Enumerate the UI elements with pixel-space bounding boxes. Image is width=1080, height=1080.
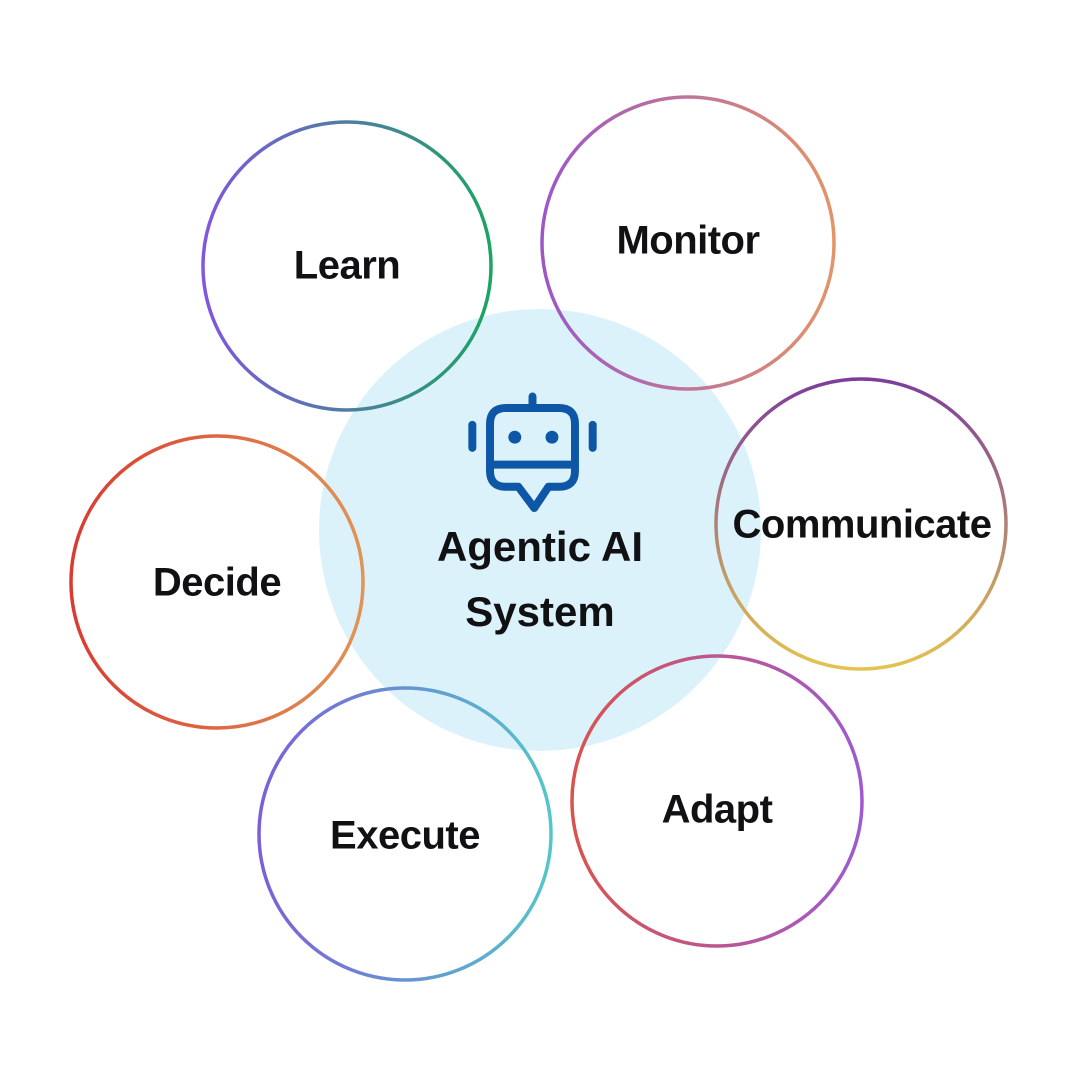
node-label-decide: Decide <box>152 560 282 605</box>
node-label-communicate: Communicate <box>732 502 993 547</box>
node-circle-execute <box>257 686 553 982</box>
hub-circle <box>319 309 761 751</box>
node-label-execute: Execute <box>330 813 480 858</box>
node-label-learn: Learn <box>293 243 401 288</box>
node-circle-adapt <box>570 654 864 948</box>
hub-title-line2: System <box>465 588 615 635</box>
robot-chat-icon <box>468 392 597 512</box>
node-label-adapt: Adapt <box>661 787 773 832</box>
robot-eye-left <box>508 430 522 444</box>
node-circle-monitor <box>540 95 836 391</box>
node-label-monitor: Monitor <box>616 218 760 263</box>
hub-title-line1: Agentic AI <box>436 523 644 570</box>
node-circle-decide <box>69 434 365 730</box>
robot-eye-right <box>545 430 559 444</box>
robot-head-bubble <box>486 404 579 512</box>
node-circle-communicate <box>714 377 1008 671</box>
node-circle-learn <box>201 120 493 412</box>
hub-title: Agentic AI System <box>437 514 643 644</box>
